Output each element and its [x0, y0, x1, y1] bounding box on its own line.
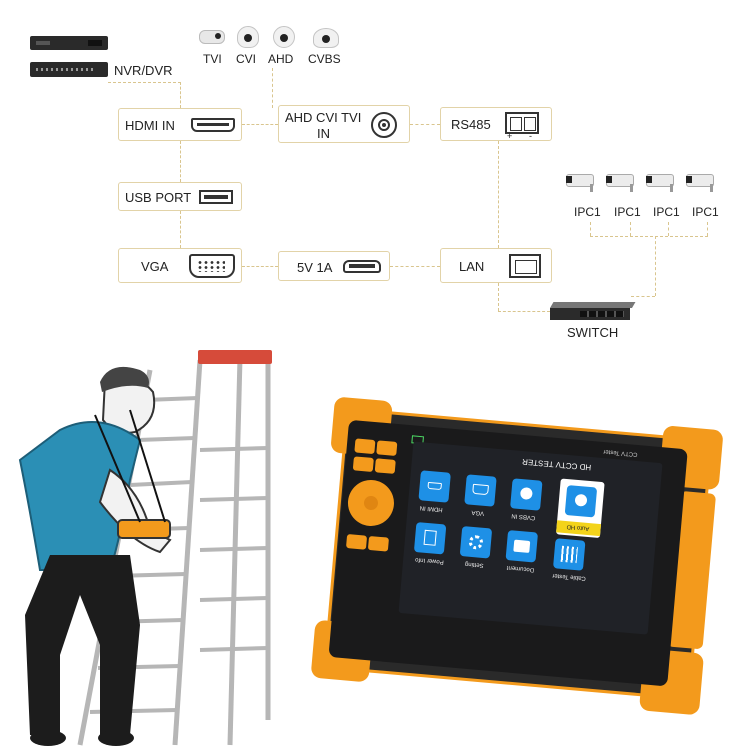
hdmi-port-icon: [191, 118, 235, 132]
camera-label-cvi: CVI: [236, 52, 257, 66]
connector-line: [180, 82, 181, 108]
hdmi-in-port-box: HDMI IN: [118, 108, 242, 141]
app-tile-setting[interactable]: [459, 526, 493, 559]
connector-line: [390, 266, 440, 267]
vga-port-box: VGA: [118, 248, 242, 283]
ipc-label: IPC1: [692, 205, 719, 219]
ahd-cvi-tvi-in-port-box: AHD CVI TVI IN: [278, 105, 410, 143]
handheld-tester-icon: [117, 519, 171, 539]
app-label-document: Document: [506, 564, 535, 573]
nvr-device-icon: [30, 36, 108, 50]
usb-port-icon: [199, 190, 233, 204]
rj45-port-icon: [509, 254, 541, 278]
connector-line: [655, 236, 656, 296]
connector-line: [630, 222, 631, 236]
tvi-camera-icon: [199, 26, 229, 48]
app-label-vga: VGA: [471, 508, 485, 516]
ipc-label: IPC1: [653, 205, 680, 219]
app-tile-cvbs-in[interactable]: [510, 478, 543, 511]
hdmi-in-label: HDMI IN: [125, 118, 175, 133]
vga-port-icon: [189, 254, 235, 278]
app-tile-vga[interactable]: [464, 474, 497, 507]
rs485-label: RS485: [451, 117, 491, 132]
technician: [18, 366, 172, 746]
connector-line: [180, 141, 181, 182]
rs485-plus-sign: +: [507, 131, 513, 141]
app-label-cable-tester: Cable Tester: [552, 572, 587, 581]
device-screen: HD CCTV TESTER HDMI IN VGA CVBS IN Auto …: [398, 441, 663, 635]
bnc-connector-icon: [371, 112, 397, 138]
connector-line: [631, 296, 655, 297]
function-button[interactable]: [376, 440, 398, 457]
power-port-box: 5V 1A: [278, 251, 390, 281]
lan-label: LAN: [459, 259, 485, 274]
ipc-camera-icon: [686, 172, 720, 192]
rs485-port-box: RS485 + -: [440, 107, 552, 141]
function-button[interactable]: [352, 456, 374, 473]
network-switch-icon: [550, 302, 636, 320]
vga-label: VGA: [141, 259, 169, 274]
app-label-hdmi-in: HDMI IN: [419, 504, 443, 513]
cvi-camera-icon: [237, 26, 259, 48]
dvr-device-icon: [30, 62, 108, 77]
camera-label-tvi: TVI: [203, 52, 222, 66]
connector-line: [707, 222, 708, 236]
connector-line: [668, 222, 669, 236]
screen-title: HD CCTV TESTER: [521, 457, 592, 473]
connector-line: [498, 311, 550, 312]
switch-label: SWITCH: [567, 325, 619, 340]
ipc-label: IPC1: [574, 205, 601, 219]
camera-label-ahd: AHD: [268, 52, 294, 66]
app-label-power-info: Power Info: [414, 556, 445, 565]
ipc-label: IPC1: [614, 205, 641, 219]
camera-label-cvbs: CVBS: [308, 52, 341, 66]
rs485-terminal-icon: [505, 112, 539, 134]
nvr-dvr-label: NVR/DVR: [114, 63, 173, 78]
app-tile-auto-hd[interactable]: Auto HD: [555, 478, 605, 539]
rs485-minus-sign: -: [529, 131, 532, 141]
connector-line: [108, 82, 181, 83]
ahd-camera-icon: [273, 26, 295, 48]
cvbs-camera-icon: [313, 28, 339, 48]
connector-line: [498, 141, 499, 248]
connector-line: [410, 124, 440, 125]
ipc-camera-icon: [646, 172, 680, 192]
ahd-cvi-tvi-label: AHD CVI TVI: [285, 110, 362, 125]
ladder-top-cap: [198, 350, 272, 364]
technician-ladder-illustration: [18, 350, 272, 746]
navigation-pad-button[interactable]: [346, 478, 396, 528]
connector-line: [242, 124, 278, 125]
app-label-setting: Setting: [464, 560, 484, 569]
function-button[interactable]: [345, 534, 368, 550]
app-tile-document[interactable]: [505, 530, 539, 563]
app-tile-cable-tester[interactable]: [552, 538, 586, 571]
connector-line: [242, 266, 278, 267]
connector-line: [590, 222, 591, 236]
function-button[interactable]: [367, 535, 390, 552]
cctv-tester-device: CCTV Tester HD CCTV TESTER HDMI IN VGA C…: [310, 388, 727, 721]
usb-port-box: USB PORT: [118, 182, 242, 211]
ipc-camera-icon: [566, 172, 600, 192]
ipc-camera-icon: [606, 172, 640, 192]
app-label-cvbs-in: CVBS IN: [511, 512, 536, 521]
connector-line: [590, 236, 708, 237]
connector-line: [272, 68, 273, 108]
connector-line: [498, 283, 499, 311]
ahd-cvi-tvi-in-label: IN: [317, 126, 330, 141]
function-button[interactable]: [374, 458, 396, 474]
usb-port-label: USB PORT: [125, 190, 192, 205]
app-tile-hdmi-in[interactable]: [418, 470, 451, 503]
lan-port-box: LAN: [440, 248, 552, 283]
app-tile-power-info[interactable]: [413, 522, 447, 555]
power-label: 5V 1A: [297, 260, 333, 275]
micro-usb-port-icon: [343, 260, 381, 273]
connector-line: [180, 211, 181, 248]
function-button[interactable]: [354, 438, 376, 455]
